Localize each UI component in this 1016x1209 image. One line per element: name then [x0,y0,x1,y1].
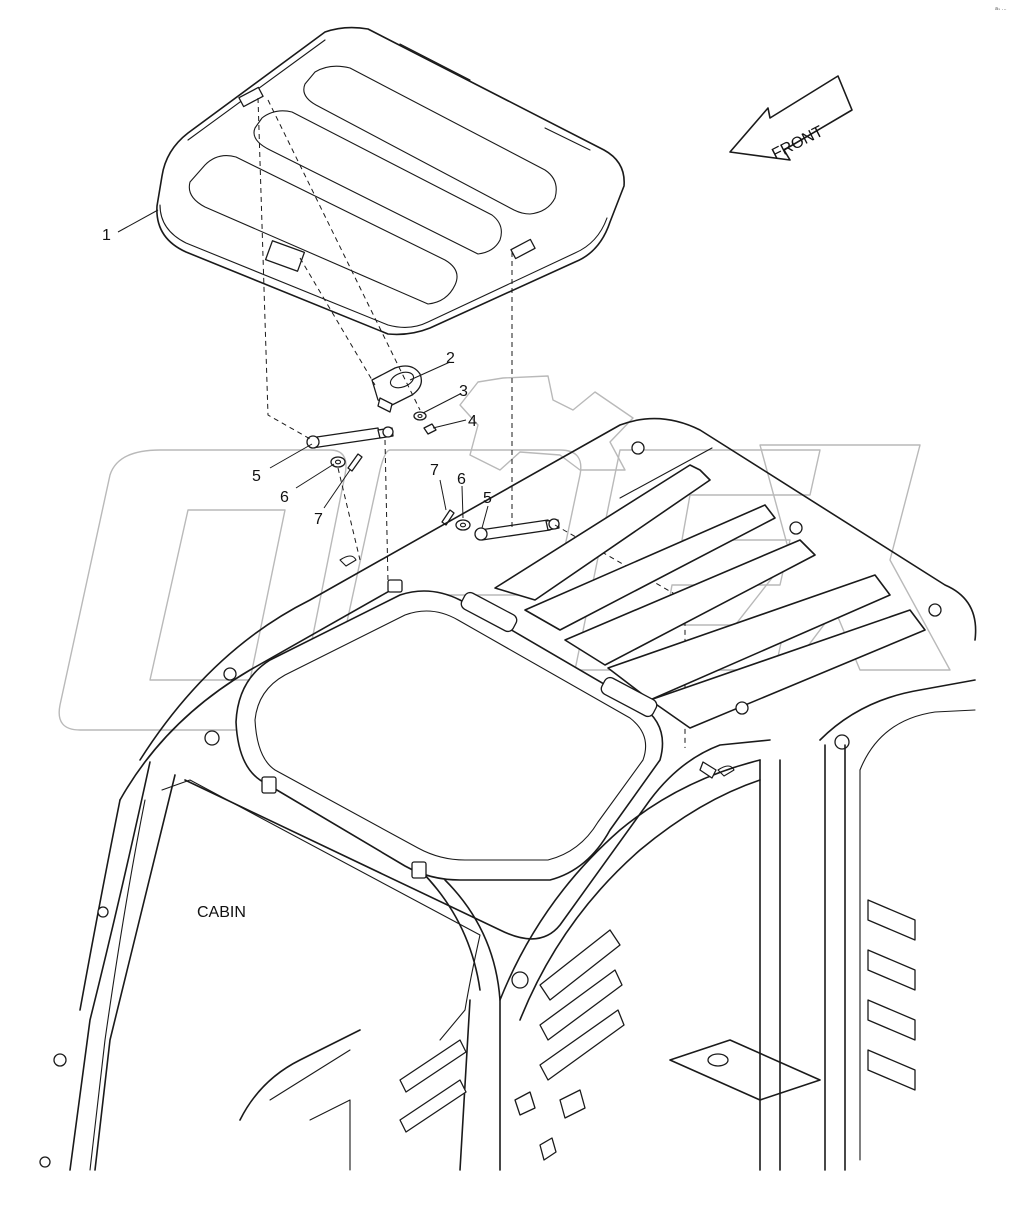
callout-3: 3 [459,383,468,400]
callout-numbers: 1 2 3 4 5 6 7 7 6 5 [102,227,492,528]
pin-part-7-left [347,453,363,472]
callout-6-right: 6 [457,471,466,488]
callout-6-left: 6 [280,489,289,506]
cabin-structure [39,417,977,1171]
callout-5-left: 5 [252,468,261,485]
callout-5-right: 5 [483,490,492,507]
gas-spring-right [474,518,560,541]
callout-4: 4 [468,413,477,430]
callout-2: 2 [446,350,455,367]
roof-hatch-panel [156,26,625,336]
front-direction-arrow: FRONT [729,75,853,163]
gas-spring-left [306,426,394,449]
bolt-part-4 [423,423,437,435]
cabin-label: CABIN [197,904,246,921]
callout-7-left: 7 [314,511,323,528]
callout-1: 1 [102,227,111,244]
alignment-lines [257,97,686,748]
washer-part-6-right [455,519,471,531]
corner-reference-mark: aₓ ... [995,6,1007,12]
latch-assembly [371,365,423,413]
callout-7-right: 7 [430,462,439,479]
washer-part-3 [413,411,427,421]
washer-part-6-left [330,456,346,468]
leader-lines [117,209,489,529]
